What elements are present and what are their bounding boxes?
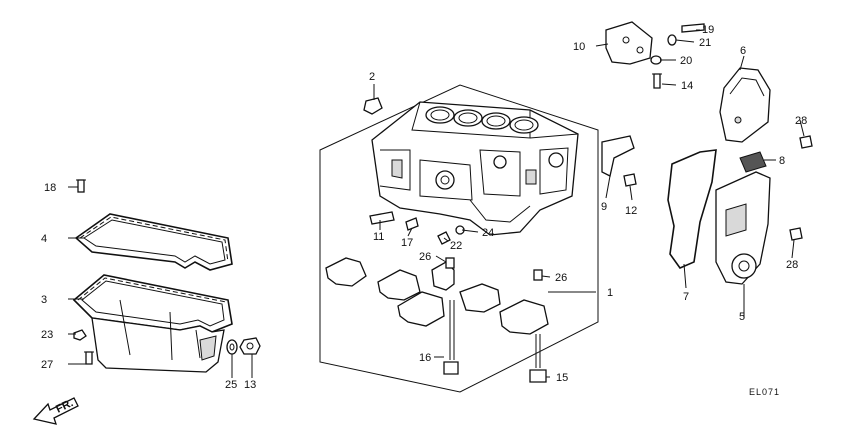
block-drain-plug: [363, 97, 383, 115]
callout-24: 24: [482, 227, 494, 239]
callout-11: 11: [373, 231, 384, 243]
oil-pan-gasket: [74, 213, 233, 271]
part-number-labels: 1 2 3 4 5 6 7 8 9 10 11 12 13 14 15 16 1…: [41, 24, 807, 391]
leader-lines: [68, 29, 805, 378]
callout-28-lower: 28: [786, 259, 798, 271]
callout-26-lower: 26: [555, 272, 567, 284]
callout-1: 1: [607, 287, 613, 299]
cap-bolts: [443, 257, 547, 383]
callout-23: 23: [41, 329, 53, 341]
cover-grommet: [739, 151, 767, 173]
callout-18: 18: [44, 182, 56, 194]
callout-14: 14: [681, 80, 693, 92]
diagram-code: EL071: [749, 387, 780, 397]
pan-bolts: [73, 179, 94, 365]
lower-timing-cover: [715, 171, 771, 285]
cylinder-block: [371, 101, 579, 236]
callout-5: 5: [739, 311, 745, 323]
callout-12: 12: [625, 205, 637, 217]
callout-19: 19: [702, 24, 714, 36]
cover-gasket: [667, 149, 717, 269]
callout-16: 16: [419, 352, 431, 364]
callout-28-upper: 28: [795, 115, 807, 127]
timing-cover-bolts: [789, 135, 813, 241]
block-small-fasteners: [369, 211, 465, 245]
callout-3: 3: [41, 294, 47, 306]
callout-9: 9: [601, 201, 607, 213]
callout-26-upper: 26: [419, 251, 431, 263]
callout-25: 25: [225, 379, 237, 391]
oil-pump-bracket: [601, 135, 637, 187]
cylinder-block-dashed-frame: [319, 84, 599, 393]
callout-21: 21: [699, 37, 711, 49]
main-bearing-caps: [325, 257, 549, 335]
callout-4: 4: [41, 233, 47, 245]
callout-22: 22: [450, 240, 462, 252]
callout-8: 8: [779, 155, 785, 167]
callout-27: 27: [41, 359, 53, 371]
callout-6: 6: [740, 45, 746, 57]
callout-17: 17: [401, 237, 413, 249]
front-direction-indicator: FR.: [32, 397, 79, 425]
callout-2: 2: [369, 71, 375, 83]
front-arrow-icon: [32, 397, 79, 425]
oil-pan: [72, 274, 233, 373]
callout-10: 10: [573, 41, 585, 53]
callout-20: 20: [680, 55, 692, 67]
callout-13: 13: [244, 379, 256, 391]
upper-timing-cover: [719, 67, 771, 143]
callout-7: 7: [683, 291, 689, 303]
drain-plug-and-washer: [226, 337, 261, 355]
callout-15: 15: [556, 372, 568, 384]
